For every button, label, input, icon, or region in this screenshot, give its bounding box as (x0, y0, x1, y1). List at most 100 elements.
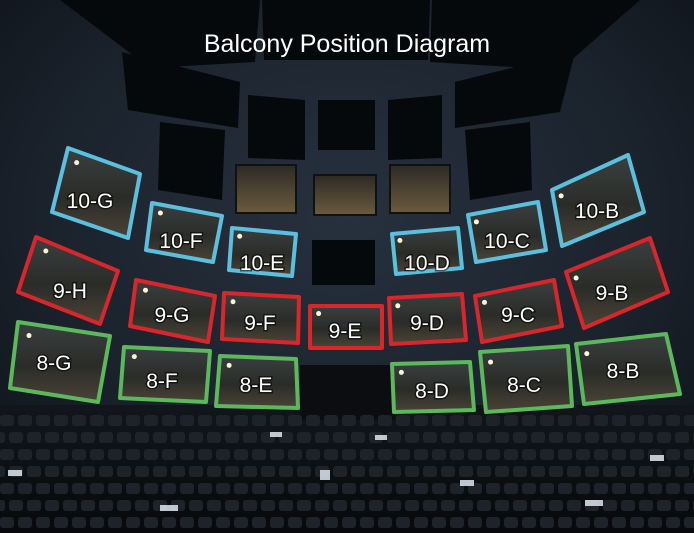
box-interior (229, 228, 296, 276)
box-label: 8-C (507, 374, 541, 397)
seat (126, 517, 140, 528)
seat (369, 500, 383, 511)
seat (243, 466, 257, 477)
seat (423, 432, 437, 443)
seat (144, 483, 158, 494)
balcony-box-9-b: 9-B (564, 236, 670, 330)
seat (396, 483, 410, 494)
seat (45, 466, 59, 477)
seat (666, 415, 680, 426)
seat (405, 500, 419, 511)
seat (54, 415, 68, 426)
seat (594, 517, 608, 528)
seat (0, 415, 14, 426)
seat (288, 415, 302, 426)
seat (270, 449, 284, 460)
balcony-box-10-f: 10-F (144, 201, 224, 264)
seat (36, 415, 50, 426)
seat (0, 466, 5, 477)
balcony-box-9-f: 9-F (220, 291, 301, 345)
seat (666, 449, 680, 460)
box-light (237, 233, 243, 239)
seat (360, 483, 374, 494)
seat (594, 415, 608, 426)
box-light (573, 275, 579, 281)
seat (378, 483, 392, 494)
seat (603, 432, 617, 443)
seat (0, 500, 5, 511)
seat (459, 466, 473, 477)
seat (684, 517, 694, 528)
seat (261, 500, 275, 511)
seat (297, 432, 311, 443)
box-label: 8-B (607, 360, 640, 383)
seat (279, 500, 293, 511)
seat (648, 415, 662, 426)
seat (594, 449, 608, 460)
seat (513, 500, 527, 511)
box-label: 9-C (501, 304, 535, 327)
seat (648, 483, 662, 494)
box-label: 9-E (329, 320, 362, 343)
seat (630, 415, 644, 426)
seat (621, 466, 635, 477)
box-interior (475, 280, 562, 342)
seat (612, 517, 626, 528)
seat (594, 483, 608, 494)
seat (558, 449, 572, 460)
seat (99, 500, 113, 511)
seat (162, 449, 176, 460)
ceiling-panel (248, 95, 305, 160)
box-outline (387, 292, 468, 346)
seat (441, 466, 455, 477)
box-light (142, 287, 148, 293)
ceiling-panel (312, 240, 375, 285)
ceiling-panel (465, 122, 532, 200)
balcony-box-10-b: 10-B (550, 153, 646, 248)
seat (414, 449, 428, 460)
seat (333, 500, 347, 511)
box-outline (308, 304, 384, 350)
seat (558, 517, 572, 528)
seat (666, 517, 680, 528)
stage-opening (300, 365, 395, 420)
seat (162, 517, 176, 528)
balcony-box-9-e: 9-E (308, 304, 384, 350)
seat-rows (0, 415, 694, 528)
seat (36, 483, 50, 494)
seat (72, 483, 86, 494)
seat (351, 500, 365, 511)
ceiling-panel (60, 0, 260, 68)
seat (630, 483, 644, 494)
aisle-lights (8, 432, 664, 511)
box-label: 9-F (244, 312, 276, 335)
box-interior (216, 356, 298, 408)
box-interior (480, 346, 572, 412)
ceiling-panel (455, 52, 575, 128)
seat (603, 466, 617, 477)
seat (63, 466, 77, 477)
seat (522, 449, 536, 460)
balcony-box-10-d: 10-D (390, 226, 464, 277)
box-outline (564, 236, 670, 330)
seat (468, 415, 482, 426)
seat (657, 500, 671, 511)
seat (549, 500, 563, 511)
seat (189, 432, 203, 443)
seat (675, 432, 689, 443)
seat (189, 500, 203, 511)
seat (153, 466, 167, 477)
box-outline (478, 344, 574, 414)
seat (432, 449, 446, 460)
seat (450, 517, 464, 528)
box-interior (18, 237, 118, 324)
seat (432, 517, 446, 528)
box-interior (310, 306, 382, 348)
seat (405, 466, 419, 477)
seat (468, 449, 482, 460)
seat (486, 449, 500, 460)
aisle-light (585, 500, 603, 506)
seat (0, 432, 5, 443)
seat (180, 449, 194, 460)
